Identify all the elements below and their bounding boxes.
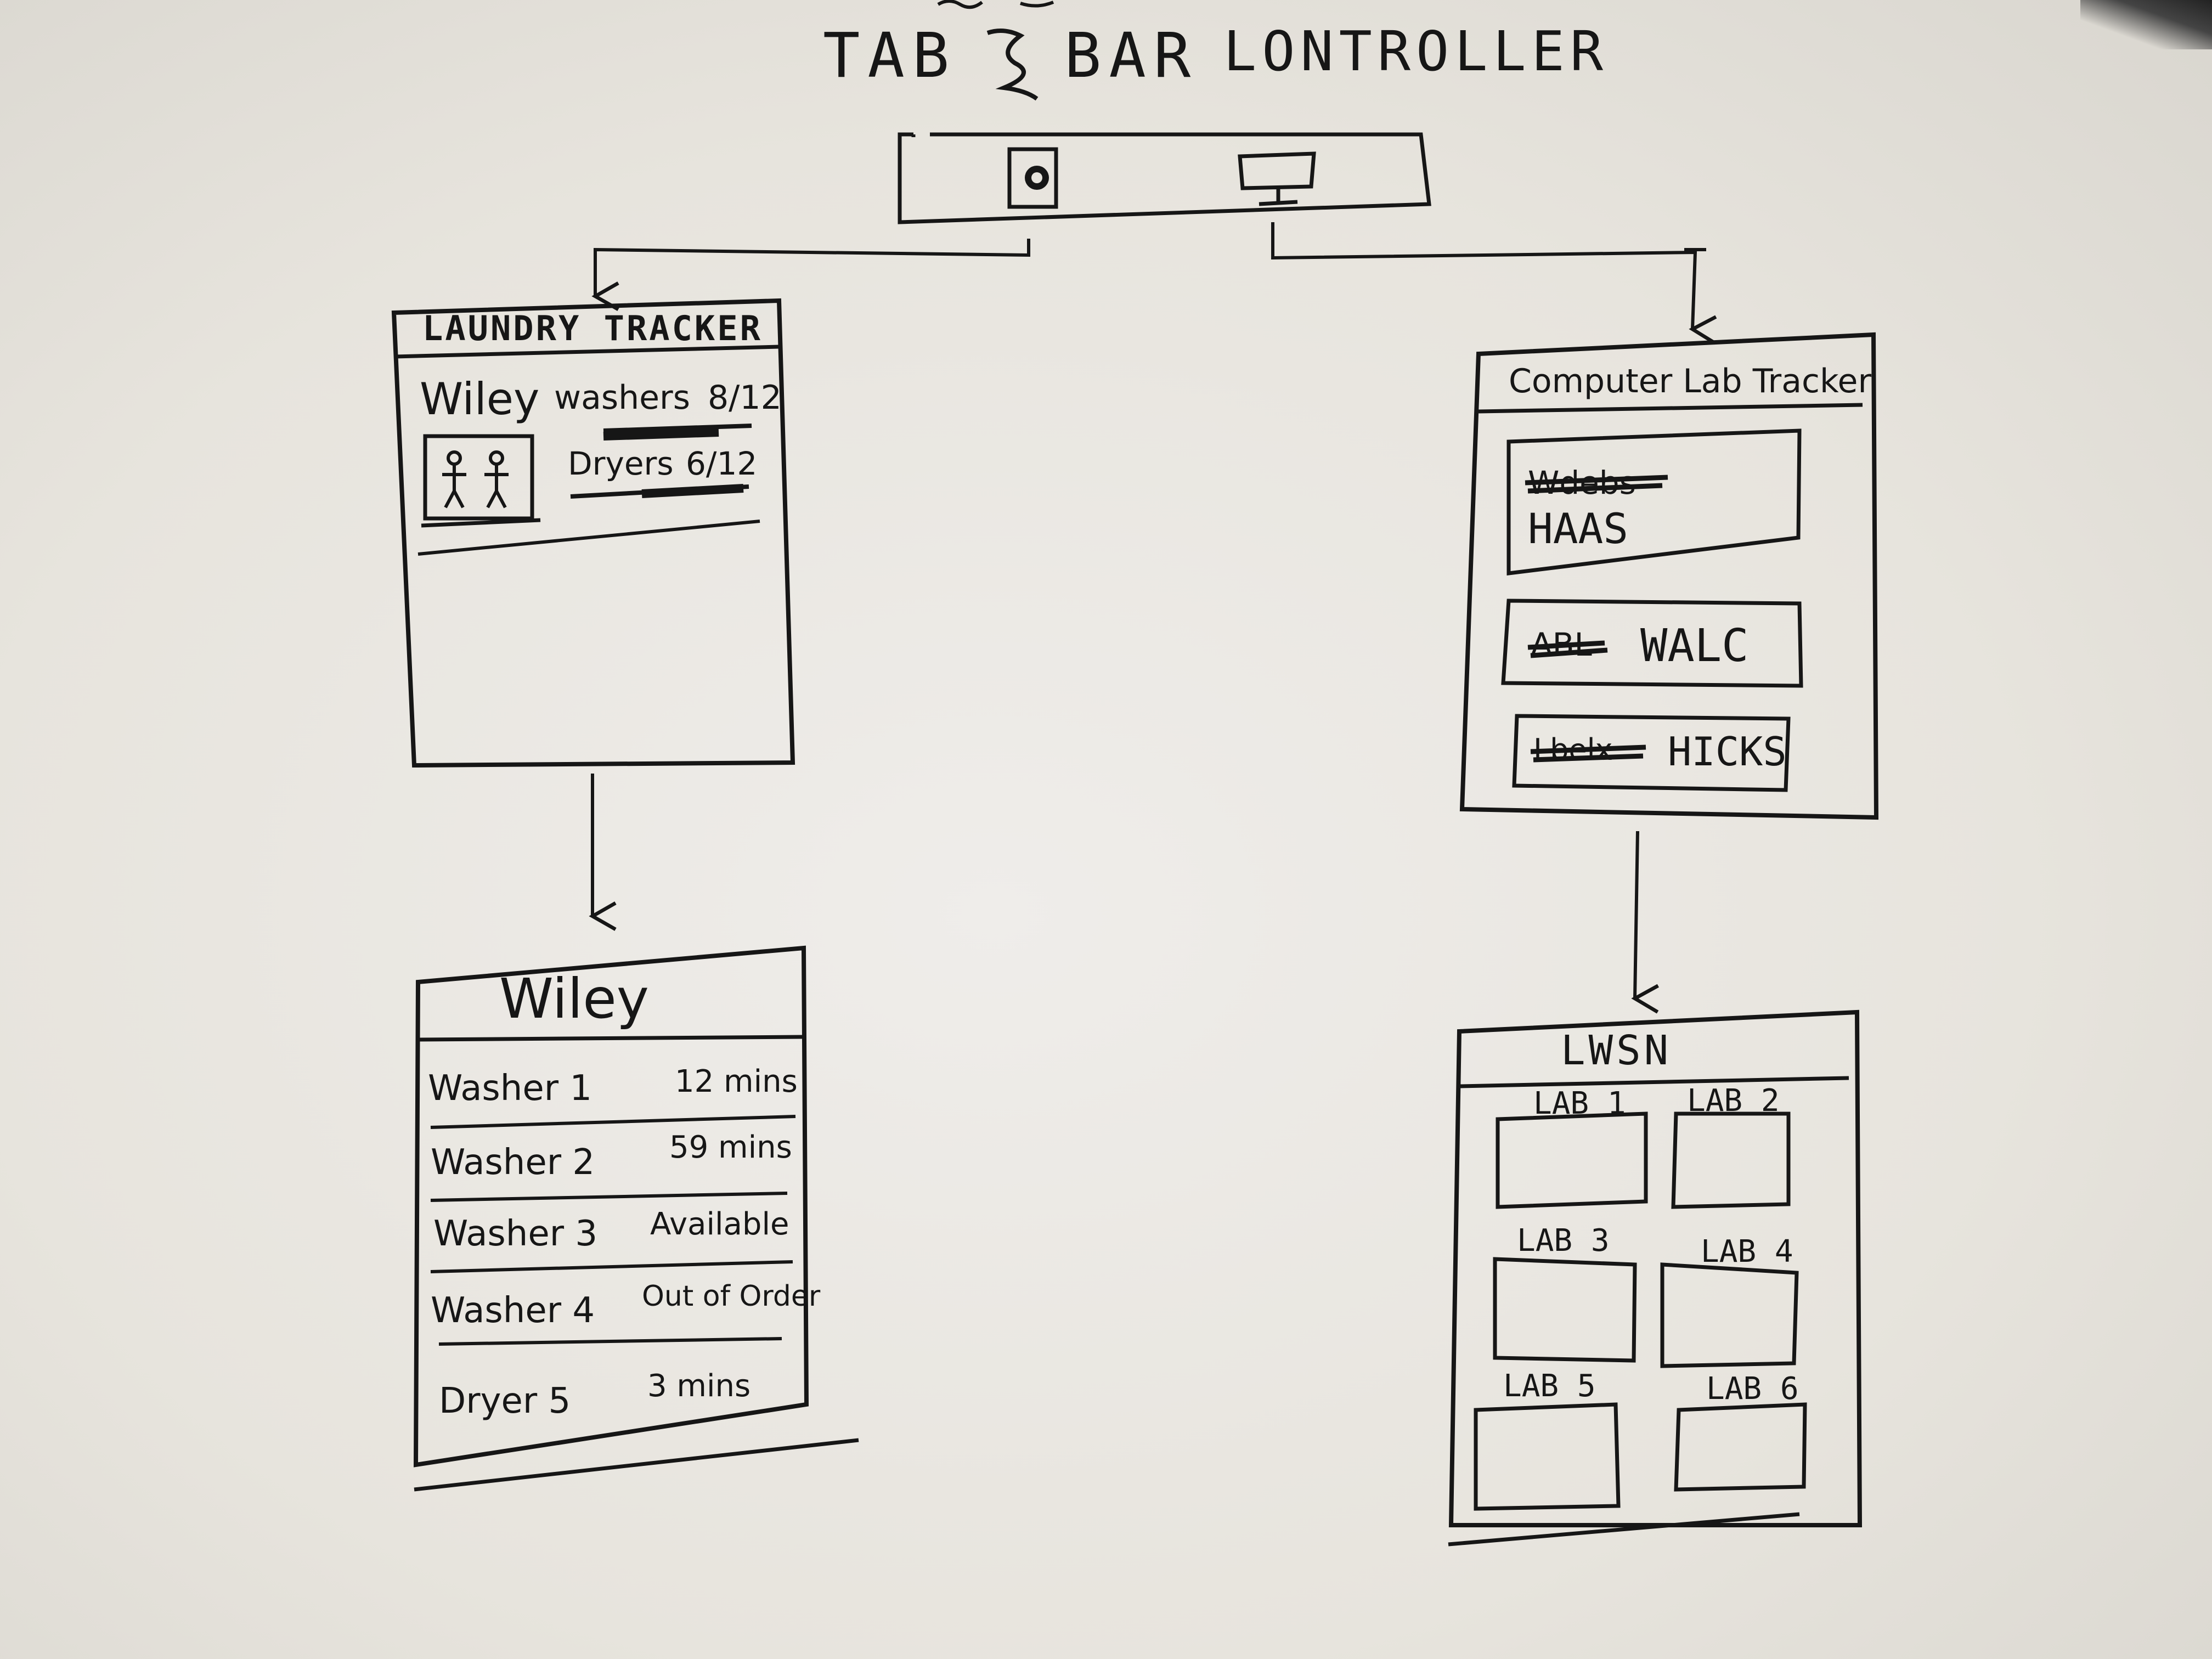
screen-frame bbox=[391, 298, 795, 768]
tab-bar bbox=[898, 132, 1431, 224]
row-divider bbox=[430, 1115, 796, 1129]
building-card bbox=[1501, 599, 1803, 688]
table-row[interactable]: Washer 4 Out of Order bbox=[431, 1280, 821, 1346]
table-row[interactable]: Dryer 5 3 mins bbox=[439, 1368, 751, 1421]
screen-frame bbox=[1448, 1009, 1863, 1527]
top-scribble bbox=[937, 0, 1054, 9]
connector-computer-lab-to-lwsn bbox=[1631, 831, 1659, 1014]
laundry-tracker-header: LAUNDRY TRACKER bbox=[422, 308, 763, 348]
lab-tile[interactable]: LAB 5 bbox=[1474, 1368, 1621, 1511]
washers-progress-bar bbox=[603, 424, 752, 441]
lab-preview bbox=[1671, 1111, 1791, 1209]
header-divider bbox=[1478, 403, 1863, 414]
header-divider bbox=[1459, 1076, 1849, 1088]
row-divider bbox=[430, 1192, 788, 1202]
people-icon bbox=[442, 450, 509, 509]
table-row[interactable]: Washer 3 Available bbox=[430, 1206, 793, 1273]
lab-preview bbox=[1493, 1257, 1637, 1363]
wiley-title: Wiley bbox=[499, 967, 649, 1031]
list-item-building[interactable]: ABL WALC bbox=[1501, 599, 1803, 688]
machine-name: Washer 1 bbox=[428, 1068, 592, 1109]
lab-tile[interactable]: LAB 1 bbox=[1496, 1086, 1648, 1209]
hall-image-underline bbox=[421, 518, 541, 528]
lab-tile[interactable]: LAB 4 bbox=[1660, 1234, 1799, 1368]
machine-name: Washer 4 bbox=[431, 1290, 595, 1331]
machine-status: 12 mins bbox=[675, 1064, 798, 1099]
building-name: HICKS bbox=[1668, 729, 1787, 775]
header-divider bbox=[394, 345, 780, 359]
list-row-divider bbox=[417, 520, 760, 556]
page-title: TAB BAR LONTROLLER bbox=[823, 19, 1609, 101]
title-word-controller: LONTROLLER bbox=[1223, 19, 1609, 83]
machine-name: Washer 2 bbox=[431, 1142, 595, 1183]
dryers-progress-bar bbox=[570, 484, 749, 499]
title-scribble bbox=[986, 29, 1039, 101]
dryers-count: 6/12 bbox=[686, 445, 757, 482]
washers-count: 8/12 bbox=[708, 379, 782, 417]
machine-status: 59 mins bbox=[669, 1130, 792, 1165]
lab-tile[interactable]: LAB 2 bbox=[1671, 1083, 1791, 1209]
computer-lab-tracker-header: Computer Lab Tracker bbox=[1509, 362, 1871, 400]
building-name: WALC bbox=[1640, 620, 1748, 672]
building-card bbox=[1512, 714, 1791, 792]
machine-status: Out of Order bbox=[642, 1280, 821, 1313]
lab-label: LAB 6 bbox=[1706, 1371, 1799, 1407]
connector-tab-to-laundry bbox=[591, 239, 1030, 311]
bottom-edge bbox=[1448, 1512, 1800, 1547]
list-item-building[interactable]: Wdebs HAAS bbox=[1506, 428, 1802, 575]
table-row[interactable]: Washer 2 59 mins bbox=[430, 1130, 792, 1202]
lab-label: LAB 5 bbox=[1503, 1368, 1596, 1404]
screen-frame bbox=[413, 945, 809, 1468]
strikethrough bbox=[1525, 475, 1668, 494]
hall-name: Wiley bbox=[420, 374, 539, 425]
lab-tile[interactable]: LAB 6 bbox=[1674, 1371, 1807, 1492]
lab-preview bbox=[1674, 1402, 1807, 1492]
laundry-hall-card[interactable]: Wiley washers 8/12 Dryers 6/12 bbox=[420, 374, 782, 528]
lab-preview bbox=[1496, 1111, 1648, 1209]
lab-label: LAB 4 bbox=[1701, 1234, 1793, 1269]
row-divider bbox=[438, 1337, 782, 1346]
washer-door-glass bbox=[1031, 172, 1042, 183]
bottom-edge bbox=[414, 1438, 859, 1492]
washers-label: washers bbox=[554, 379, 690, 417]
lab-preview bbox=[1474, 1402, 1621, 1511]
screen-frame bbox=[1459, 332, 1879, 820]
strikethrough bbox=[1530, 744, 1646, 763]
paper-corner-shadow bbox=[2080, 0, 2212, 49]
computer-lab-tracker-screen: Computer Lab Tracker Wdebs HAAS ABL WALC… bbox=[1459, 332, 1879, 820]
machine-status: 3 mins bbox=[647, 1368, 751, 1404]
table-row[interactable]: Washer 1 12 mins bbox=[428, 1064, 798, 1129]
laundry-tracker-screen: LAUNDRY TRACKER Wiley washers 8/12 Dryer… bbox=[391, 298, 795, 768]
strikethrough bbox=[1527, 640, 1608, 658]
lwsn-title: LWSN bbox=[1561, 1027, 1672, 1074]
title-word-tab: TAB bbox=[823, 20, 957, 92]
connector-tab-to-computer-lab bbox=[1271, 222, 1717, 345]
computer-monitor-icon bbox=[1238, 151, 1316, 206]
hall-image-placeholder bbox=[423, 434, 534, 521]
dryers-label: Dryers bbox=[568, 445, 674, 482]
lwsn-detail-screen: LWSN LAB 1 LAB 2 LAB 3 LAB 4 LAB 5 LAB 6 bbox=[1448, 1009, 1863, 1547]
machine-name: Dryer 5 bbox=[439, 1381, 571, 1421]
washing-machine-icon bbox=[1007, 147, 1058, 209]
lab-label: LAB 3 bbox=[1517, 1223, 1610, 1259]
lab-preview bbox=[1660, 1262, 1799, 1368]
wiley-detail-screen: Wiley Washer 1 12 mins Washer 2 59 mins … bbox=[413, 945, 859, 1492]
tab-computer-lab[interactable] bbox=[1238, 151, 1316, 206]
row-divider bbox=[430, 1260, 793, 1273]
lab-tile[interactable]: LAB 3 bbox=[1493, 1223, 1637, 1363]
tab-laundry[interactable] bbox=[1007, 147, 1058, 209]
header-divider bbox=[416, 1035, 804, 1042]
list-item-building[interactable]: Lbelx HICKS bbox=[1512, 714, 1791, 792]
title-word-bar: BAR bbox=[1064, 20, 1198, 92]
machine-status: Available bbox=[650, 1206, 789, 1242]
machine-name: Washer 3 bbox=[433, 1214, 597, 1254]
building-name: HAAS bbox=[1528, 504, 1628, 553]
building-card bbox=[1506, 428, 1802, 575]
